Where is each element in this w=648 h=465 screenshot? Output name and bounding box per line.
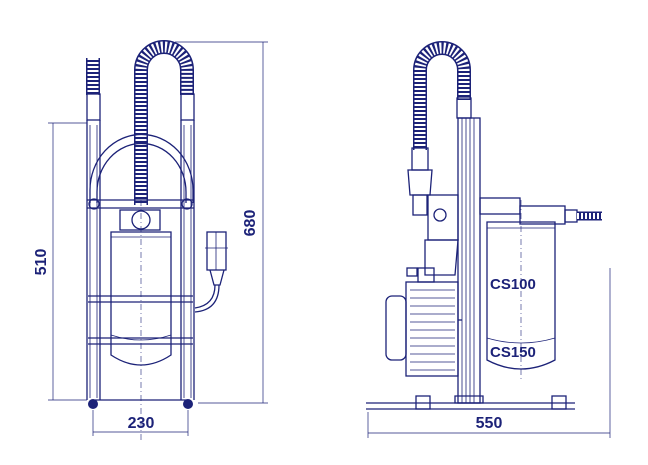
dimension-230-label: 230 (128, 415, 155, 432)
dimension-680-label: 680 (242, 210, 259, 237)
front-frame (86, 120, 195, 401)
dimension-550-label: 550 (476, 415, 503, 432)
front-hose-fitting-left (86, 93, 101, 121)
side-view: CS100 CS150 550 (366, 41, 611, 438)
front-wheel-left (88, 399, 98, 409)
front-hose-u (134, 40, 194, 205)
side-pump-head (424, 194, 459, 276)
front-electric-box (194, 231, 228, 313)
front-view: 510 680 230 (33, 40, 268, 440)
side-hose-u (413, 41, 471, 150)
dimension-680 (175, 41, 268, 404)
side-motor (385, 267, 462, 377)
side-base (366, 395, 575, 410)
label-cs150: CS150 (490, 344, 536, 361)
front-hose-fitting-right (180, 93, 195, 121)
dimension-510-label: 510 (33, 249, 50, 276)
front-wheel-right (183, 399, 193, 409)
label-cs100: CS100 (490, 276, 536, 293)
side-outlet-pipe (479, 197, 602, 225)
dimension-510 (48, 122, 87, 401)
side-frame-post (457, 117, 481, 404)
dimension-550 (367, 268, 611, 438)
dimension-230 (92, 410, 189, 436)
front-pump-head (119, 209, 161, 231)
